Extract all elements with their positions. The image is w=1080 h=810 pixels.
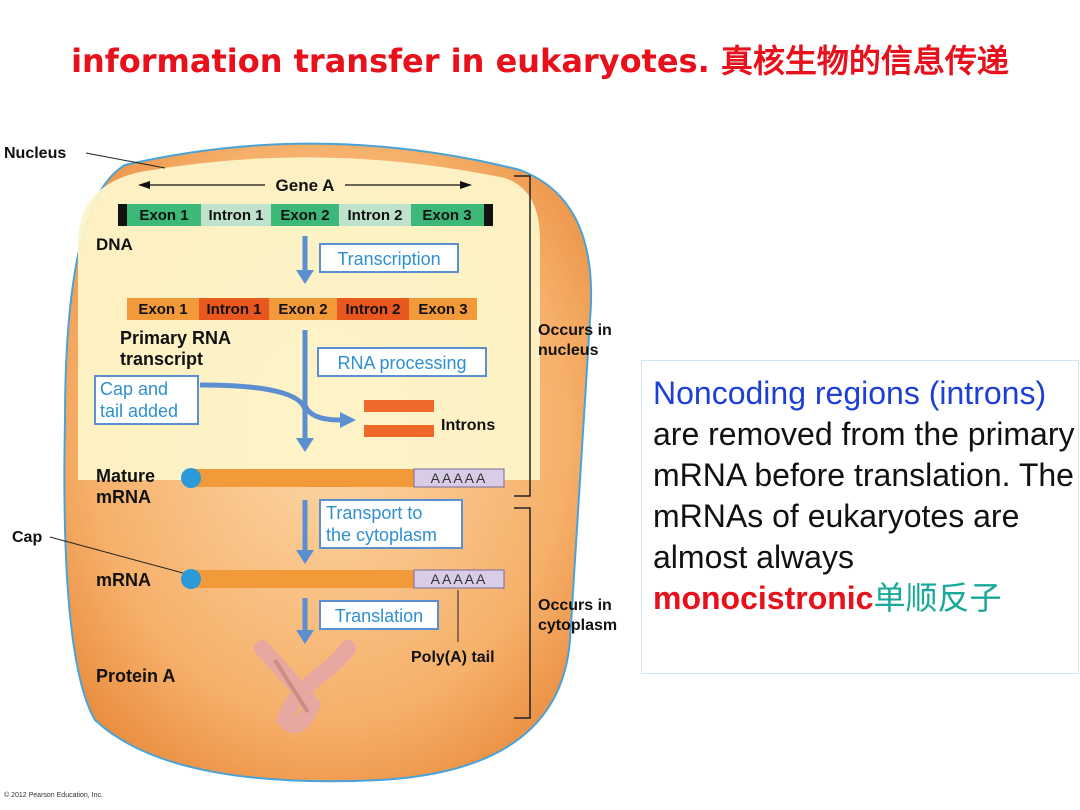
page-title: information transfer in eukaryotes. 真核生物… xyxy=(71,42,1009,80)
occurs-cytoplasm-1: Occurs in xyxy=(538,597,612,614)
introns-label: Introns xyxy=(441,417,495,434)
dna-label: DNA xyxy=(96,235,133,254)
occurs-nucleus-2: nucleus xyxy=(538,342,599,359)
transcription-label: Transcription xyxy=(337,249,440,269)
occurs-nucleus-1: Occurs in xyxy=(538,322,612,339)
primary-rna-label-1: Primary RNA xyxy=(120,328,231,348)
dna-exon-3: Exon 3 xyxy=(422,207,471,224)
mature-label-2: mRNA xyxy=(96,487,151,507)
transport-label-1: Transport to xyxy=(326,503,422,523)
dna-exon-2: Exon 2 xyxy=(280,207,329,224)
dna-intron-1: Intron 1 xyxy=(209,207,264,224)
poly-a-tail-label: Poly(A) tail xyxy=(411,649,495,666)
explanation-text-box: Noncoding regions (introns) are removed … xyxy=(641,360,1079,674)
copyright-notice: © 2012 Pearson Education, Inc. xyxy=(4,792,103,799)
dna-intron-2: Intron 2 xyxy=(348,207,403,224)
mrna-label: mRNA xyxy=(96,570,151,590)
primary-rna-label-2: transcript xyxy=(120,349,203,369)
occurs-cytoplasm-2: cytoplasm xyxy=(538,617,617,634)
rna-bar: Exon 1 Intron 1 Exon 2 Intron 2 Exon 3 xyxy=(127,298,477,320)
cap-label: Cap xyxy=(12,529,42,546)
cap-tail-label-2: tail added xyxy=(100,401,178,421)
rna-exon-2: Exon 2 xyxy=(278,301,327,318)
dna-exon-1: Exon 1 xyxy=(139,207,188,224)
rna-exon-1: Exon 1 xyxy=(138,301,187,318)
nucleus-label: Nucleus xyxy=(4,145,66,162)
cap-tail-label-1: Cap and xyxy=(100,379,168,399)
protein-shape xyxy=(254,640,356,733)
translation-label: Translation xyxy=(335,606,423,626)
rna-intron-2: Intron 2 xyxy=(346,301,401,318)
mrna-poly-a: AAAAA xyxy=(431,571,488,587)
rna-processing-label: RNA processing xyxy=(337,353,466,373)
protein-label: Protein A xyxy=(96,666,175,686)
gene-label: Gene A xyxy=(276,176,335,195)
transport-label-2: the cytoplasm xyxy=(326,525,437,545)
mature-label-1: Mature xyxy=(96,466,155,486)
rna-intron-1: Intron 1 xyxy=(207,301,262,318)
dna-bar: Exon 1 Intron 1 Exon 2 Intron 2 Exon 3 xyxy=(127,204,484,226)
mature-poly-a: AAAAA xyxy=(431,470,488,486)
rna-exon-3: Exon 3 xyxy=(418,301,467,318)
